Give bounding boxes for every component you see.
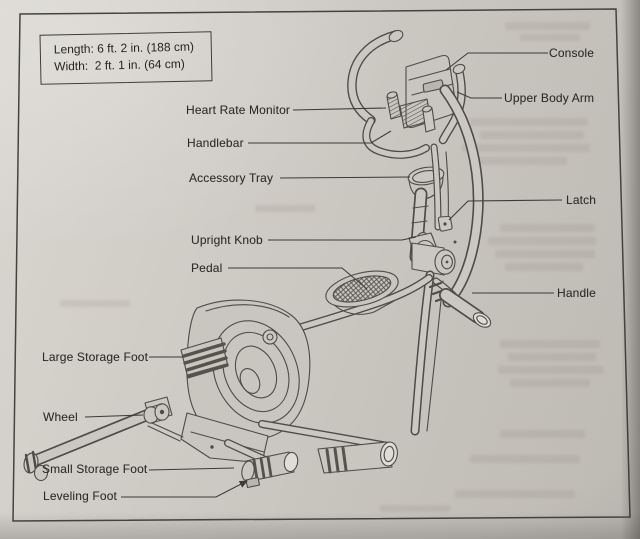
- upper-body-arm-drawing: [347, 29, 466, 145]
- front-stabilizer-drawing: [23, 396, 184, 482]
- rear-far-foot-drawing: [317, 441, 398, 474]
- part-label-large-storage-foot: Large Storage Foot: [42, 350, 149, 364]
- leader-lines: [84, 52, 563, 498]
- spec-length: Length: 6 ft. 2 in. (188 cm): [53, 39, 195, 57]
- leader-accessory-tray: [279, 176, 411, 179]
- spec-width: Width: 2 ft. 1 in. (64 cm): [54, 56, 185, 74]
- part-label-console: Console: [549, 46, 595, 60]
- small-storage-foot-drawing: [241, 451, 299, 489]
- rear-frame-drawing: [439, 84, 484, 308]
- latch-drawing: [437, 215, 453, 232]
- part-label-pedal: Pedal: [191, 261, 223, 275]
- pivot-assembly-drawing: [408, 232, 457, 276]
- leader-upright-knob: [268, 236, 417, 241]
- leader-small-storage-foot: [148, 467, 235, 471]
- large-storage-foot-drawing: [180, 337, 229, 379]
- leader-pedal: [228, 267, 368, 290]
- leader-heart-rate-monitor: [292, 107, 387, 111]
- leader-latch: [448, 199, 563, 221]
- rear-legs-drawing: [410, 270, 444, 436]
- part-label-handle: Handle: [557, 286, 596, 300]
- dimensions-box: Length: 6 ft. 2 in. (188 cm) Width: 2 ft…: [39, 31, 213, 85]
- heart-rate-monitor-drawing: [386, 91, 436, 133]
- part-label-small-storage-foot: Small Storage Foot: [42, 462, 148, 476]
- leader-wheel: [84, 414, 144, 418]
- handle-drawing: [428, 277, 492, 328]
- leader-leveling-foot: [121, 480, 248, 498]
- part-label-wheel: Wheel: [43, 410, 78, 424]
- part-label-heart-rate-monitor: Heart Rate Monitor: [186, 103, 291, 117]
- flywheel-housing-drawing: [186, 299, 311, 441]
- leader-upper-body-arm: [456, 91, 502, 99]
- leader-console: [445, 52, 548, 71]
- wheel-drawing: [143, 403, 170, 424]
- part-label-latch: Latch: [566, 193, 597, 207]
- handlebar-drawing: [362, 117, 430, 159]
- part-label-leveling-foot: Leveling Foot: [43, 489, 117, 503]
- part-label-upright-knob: Upright Knob: [191, 233, 263, 247]
- leader-handlebar: [248, 130, 392, 144]
- part-label-upper-body-arm: Upper Body Arm: [504, 91, 595, 105]
- part-label-accessory-tray: Accessory Tray: [189, 171, 274, 185]
- part-label-handlebar: Handlebar: [187, 136, 244, 150]
- diagram-border: [12, 8, 631, 522]
